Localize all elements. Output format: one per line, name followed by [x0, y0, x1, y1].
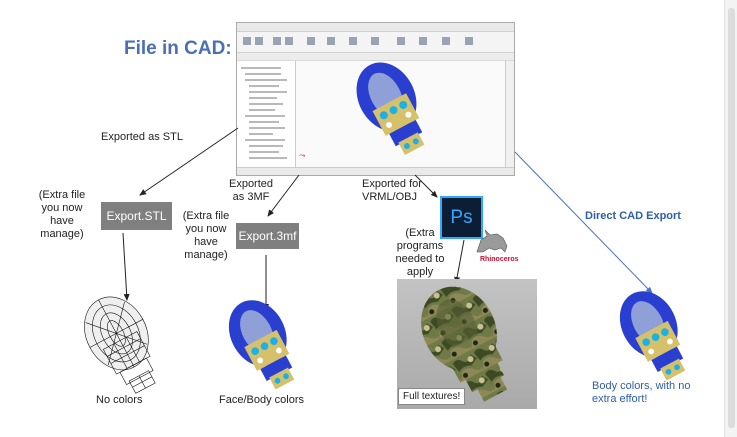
cad-feature-tree: [237, 61, 296, 167]
textured-result-label: Full textures!: [398, 388, 466, 405]
cad-toolbar: [237, 32, 514, 53]
cad-statusbar: [237, 167, 514, 175]
photoshop-icon-label: Ps: [450, 206, 473, 228]
camo-textured-part: [421, 286, 508, 402]
threemf-export-label: Exported as 3MF: [228, 178, 274, 203]
direct-export-result-image: [619, 291, 686, 381]
export-3mf-box: Export.3mf: [236, 223, 299, 249]
rhinoceros-wordmark: Rhinoceros: [480, 256, 519, 263]
rhinoceros-logo-icon: [476, 229, 508, 253]
scrollbar-thumb[interactable]: [728, 8, 735, 428]
threemf-colored-result-image: [228, 300, 295, 390]
cad-origin-icon: ⤳: [299, 151, 306, 160]
threemf-extra-file-note: (Extra file you now have manage): [182, 210, 230, 261]
photoshop-icon: Ps: [440, 196, 483, 239]
rhino-word-a: Rhino: [480, 256, 500, 263]
textured-result-image: [397, 279, 537, 409]
stl-extra-file-note: (Extra file you now have manage): [38, 189, 86, 240]
direct-export-result-label: Body colors, with no extra effort!: [592, 380, 691, 405]
rhino-word-b: ceros: [499, 256, 519, 263]
stl-export-label: Exported as STL: [101, 131, 183, 143]
cad-part-model: [356, 62, 425, 156]
export-stl-box: Export.STL: [101, 202, 172, 230]
cad-window-screenshot: ⤳: [236, 22, 515, 176]
direct-export-label: Direct CAD Export: [585, 210, 681, 222]
threemf-result-label: Face/Body colors: [219, 394, 304, 406]
vrml-export-label: Exported for VRML/OBJ: [362, 178, 422, 203]
cad-tabs: [237, 53, 514, 61]
cad-menubar: [237, 23, 514, 32]
cad-task-pane: [505, 61, 514, 167]
stl-mesh-result-image: [84, 296, 156, 394]
page-title: File in CAD:: [124, 38, 232, 59]
stl-result-label: No colors: [96, 394, 143, 406]
